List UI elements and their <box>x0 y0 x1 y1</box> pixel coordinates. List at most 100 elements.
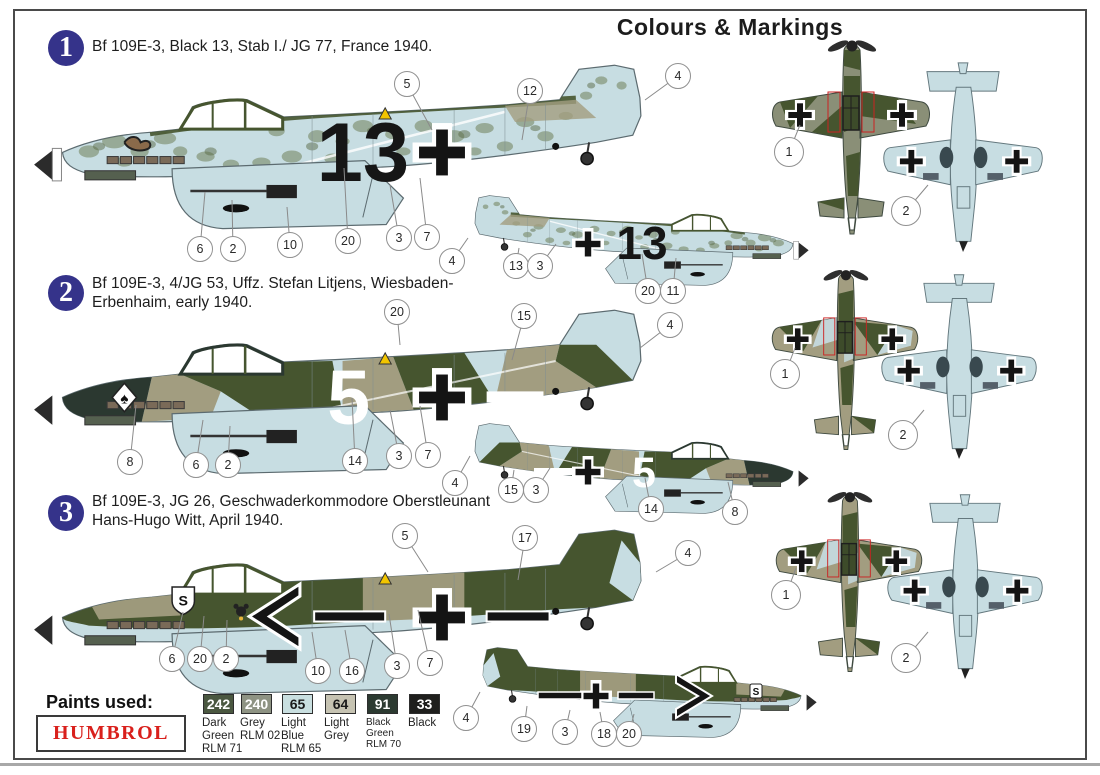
tailplane-bottom <box>926 71 1000 92</box>
radiator <box>752 253 782 259</box>
frame-border <box>13 9 1087 760</box>
scheme-1-top-view <box>766 36 936 246</box>
callout-2: 2 <box>213 646 239 672</box>
paint-chip-label-91: Black Green RLM 70 <box>366 717 402 751</box>
radiator <box>84 415 137 426</box>
callout-5: 5 <box>392 523 418 549</box>
callout-4: 4 <box>657 312 683 338</box>
paint-chip-label-240: Grey RLM 02 <box>240 717 281 742</box>
paint-chip-65: 65 <box>282 694 313 714</box>
spinner <box>798 470 809 487</box>
callout-2: 2 <box>891 196 921 226</box>
scheme-3-top-view <box>764 488 934 683</box>
callout-2: 2 <box>891 643 921 673</box>
page-title: Colours & Markings <box>616 14 844 40</box>
callout-15: 15 <box>511 303 537 329</box>
exhaust-stacks <box>733 697 777 702</box>
scheme-1-starboard-profile-svg: 13 <box>474 195 809 286</box>
balkenkreuz-cross-marking <box>783 325 812 354</box>
svg-text:S: S <box>753 687 760 698</box>
callout-1: 1 <box>770 359 800 389</box>
callout-4: 4 <box>665 63 691 89</box>
callout-20: 20 <box>335 228 361 254</box>
gun-breech <box>266 429 297 444</box>
balkenkreuz-cross-marking <box>882 547 911 576</box>
radiator <box>84 635 137 646</box>
fuselage-bottom <box>952 518 979 670</box>
balkenkreuz-cross-marking <box>887 100 917 130</box>
spinner <box>844 492 856 503</box>
humbrol-logo: HUMBROL <box>36 715 186 752</box>
scheme-1-description: Bf 109E-3, Black 13, Stab I./ JG 77, Fra… <box>92 38 433 55</box>
wheel-well <box>975 576 989 598</box>
paint-chip-242: 242 <box>203 694 234 714</box>
scheme-1-side-profile: 13 <box>28 55 718 258</box>
callout-3: 3 <box>523 477 549 503</box>
scheme-2-bottom-view <box>872 270 1047 465</box>
gun-breech <box>664 261 681 269</box>
wheel-well <box>942 576 956 598</box>
spinner <box>798 242 809 259</box>
scheme-2-bottom-view-svg <box>881 274 1037 460</box>
callout-2: 2 <box>888 420 918 450</box>
tactical-number: 13 <box>616 217 667 269</box>
scheme-1-starboard-profile: 13 <box>432 190 812 303</box>
scheme-2-starboard-profile: 5 <box>432 418 812 531</box>
fuselage-bottom <box>949 86 978 242</box>
balkenkreuz-cross-marking <box>894 356 923 385</box>
callout-15: 15 <box>498 477 524 503</box>
scheme-3-starboard-profile-svg: S <box>482 647 817 738</box>
spinner <box>846 40 858 52</box>
nose-art <box>123 135 152 152</box>
tail-wheel <box>580 396 594 411</box>
callout-1: 1 <box>771 580 801 610</box>
spinner <box>34 395 53 425</box>
balkenkreuz-cross-marking <box>896 146 926 176</box>
balkenkreuz-cross-marking <box>787 547 816 576</box>
tailplane-bottom <box>929 502 1001 523</box>
callout-1: 1 <box>774 137 804 167</box>
scheme-1-badge: 1 <box>48 30 84 66</box>
spinner <box>955 448 964 460</box>
kommodore-chevron <box>675 672 714 720</box>
radiator <box>752 481 782 487</box>
balkenkreuz-cross-marking <box>412 123 472 182</box>
callout-5: 5 <box>394 71 420 97</box>
callout-19: 19 <box>511 716 537 742</box>
paint-chip-33: 33 <box>409 694 440 714</box>
paint-chip-label-65: Light Blue RLM 65 <box>281 717 322 755</box>
scheme-3-side-profile: S <box>28 520 718 723</box>
paint-chip-91: 91 <box>367 694 398 714</box>
exhaust-stacks <box>725 245 769 250</box>
callout-12: 12 <box>517 78 543 104</box>
callout-17: 17 <box>512 525 538 551</box>
callout-7: 7 <box>417 650 443 676</box>
scheme-3-bottom-view <box>878 490 1053 685</box>
scheme-3-starboard-profile: S <box>440 642 820 755</box>
paint-chip-label-33: Black <box>408 717 437 729</box>
paint-chip-64: 64 <box>325 694 356 714</box>
wheel-well <box>939 146 954 169</box>
scheme-1-side-profile-svg: 13 <box>34 64 642 230</box>
chevron-bar <box>313 610 387 623</box>
canopy <box>671 213 730 232</box>
callout-20: 20 <box>187 646 213 672</box>
svg-text:S: S <box>179 593 188 609</box>
kommodore-chevron <box>246 581 302 652</box>
spinner <box>806 694 817 711</box>
callout-18: 18 <box>591 721 617 747</box>
spinner <box>959 241 968 253</box>
shield-emblem: S <box>171 586 196 616</box>
scheme-1-bottom-view-svg <box>883 62 1043 253</box>
spade-emblem: ♠ <box>111 382 138 413</box>
callout-6: 6 <box>187 236 213 262</box>
callout-3: 3 <box>552 719 578 745</box>
scheme-3-description: Bf 109E-3, JG 26, Geschwaderkommodore Ob… <box>92 493 491 529</box>
fuel-triangle-marking <box>378 351 393 365</box>
cartoon-emblem <box>233 603 249 621</box>
scheme-2-starboard-profile-svg: 5 <box>474 423 809 514</box>
canopy <box>177 563 285 596</box>
wheel-well <box>973 146 988 169</box>
callout-4: 4 <box>442 470 468 496</box>
